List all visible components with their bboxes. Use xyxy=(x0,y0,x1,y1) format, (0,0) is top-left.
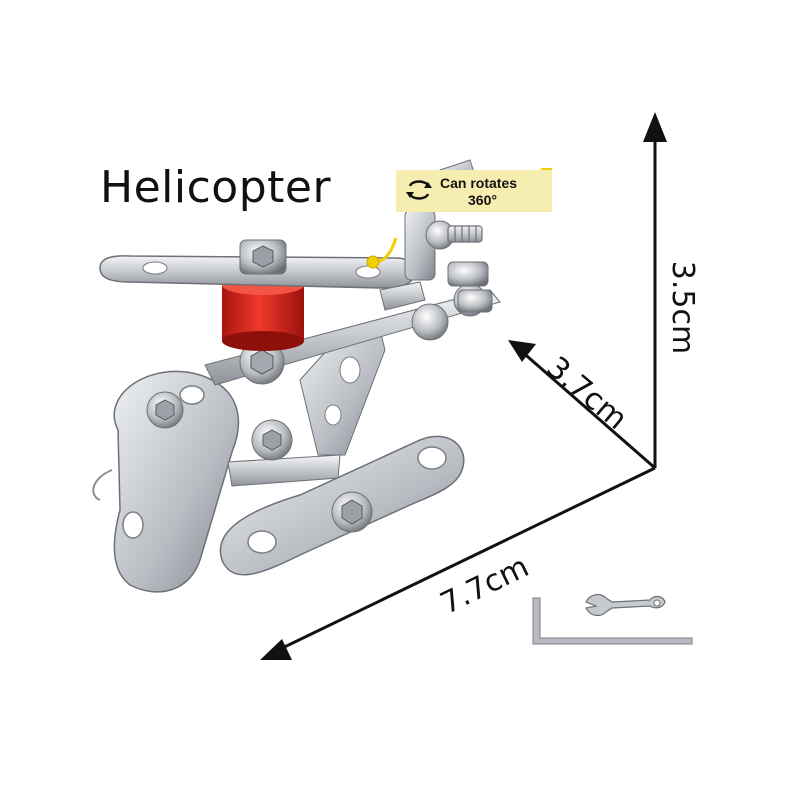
main-rotor-blade xyxy=(99,239,417,289)
dimension-axes xyxy=(260,112,667,660)
depth-arrowhead xyxy=(508,340,536,362)
callout-line-1: Can rotates xyxy=(440,175,518,191)
height-dimension-label: 3.5cm xyxy=(665,260,701,355)
page-title: Helicopter xyxy=(100,162,332,213)
height-arrowhead xyxy=(643,112,667,142)
wrench-icon xyxy=(585,593,666,617)
right-skid-plate xyxy=(219,435,465,576)
rotate-icon xyxy=(406,180,432,200)
callout-pointer-dot xyxy=(366,255,380,269)
width-arrowhead xyxy=(260,639,292,660)
hex-key-icon xyxy=(532,597,693,645)
callout-line-2: 360° xyxy=(468,192,497,208)
rotation-callout: Can rotates 360° xyxy=(396,170,552,212)
depth-axis xyxy=(519,348,656,470)
left-skid-plate xyxy=(92,370,240,593)
width-axis xyxy=(271,466,656,655)
